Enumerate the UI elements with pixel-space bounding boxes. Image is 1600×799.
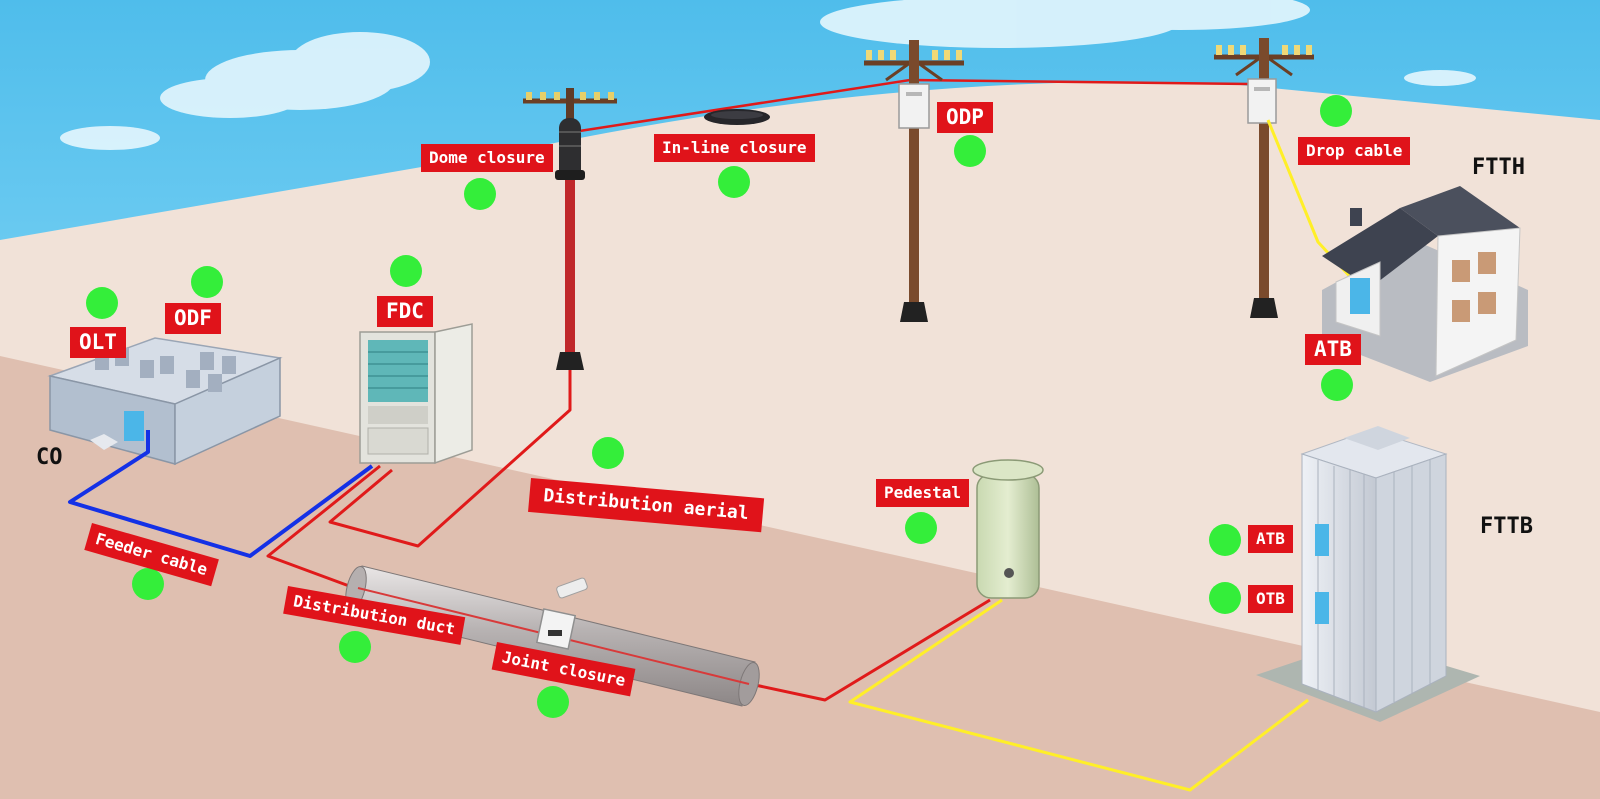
dome-closure-label: Dome closure: [421, 144, 553, 172]
co-label: CO: [36, 445, 63, 470]
inline-closure-label: In-line closure: [654, 134, 815, 162]
otb-label: OTB: [1248, 585, 1293, 613]
atb-house-label: ATB: [1305, 334, 1361, 365]
utility-pole-icon: [1214, 38, 1314, 318]
utility-pole-icon: [864, 40, 964, 322]
feeder-cable-line: [68, 430, 374, 558]
house-icon: [1322, 186, 1528, 382]
green-dot-icon: [86, 95, 1353, 718]
central-office-building-icon: [47, 337, 283, 466]
pedestal-icon: [972, 459, 1044, 599]
clouds: [60, 0, 1476, 150]
utility-pole-icon: [523, 88, 617, 370]
olt-label: OLT: [70, 327, 126, 358]
distribution-box-icon: [1247, 78, 1277, 124]
odp-label: ODP: [937, 102, 993, 133]
distribution-box-icon: [898, 83, 930, 129]
fdc-label: FDC: [377, 296, 433, 327]
joint-closure-icon: [535, 577, 588, 650]
pedestal-label: Pedestal: [876, 479, 970, 507]
odf-label: ODF: [165, 303, 221, 334]
apartment-tower-icon: [1256, 426, 1480, 722]
dome-closure-icon: [555, 118, 585, 180]
ground-near: [0, 356, 1600, 799]
ftth-label: FTTH: [1472, 155, 1525, 180]
inline-closure-icon: [704, 109, 770, 125]
atb-building-label: ATB: [1248, 525, 1293, 553]
drop-cable-label: Drop cable: [1298, 137, 1411, 165]
fiber-distribution-cabinet-icon: [359, 323, 473, 465]
distribution-cable-lines: [266, 370, 991, 702]
fttb-label: FTTB: [1480, 514, 1533, 539]
